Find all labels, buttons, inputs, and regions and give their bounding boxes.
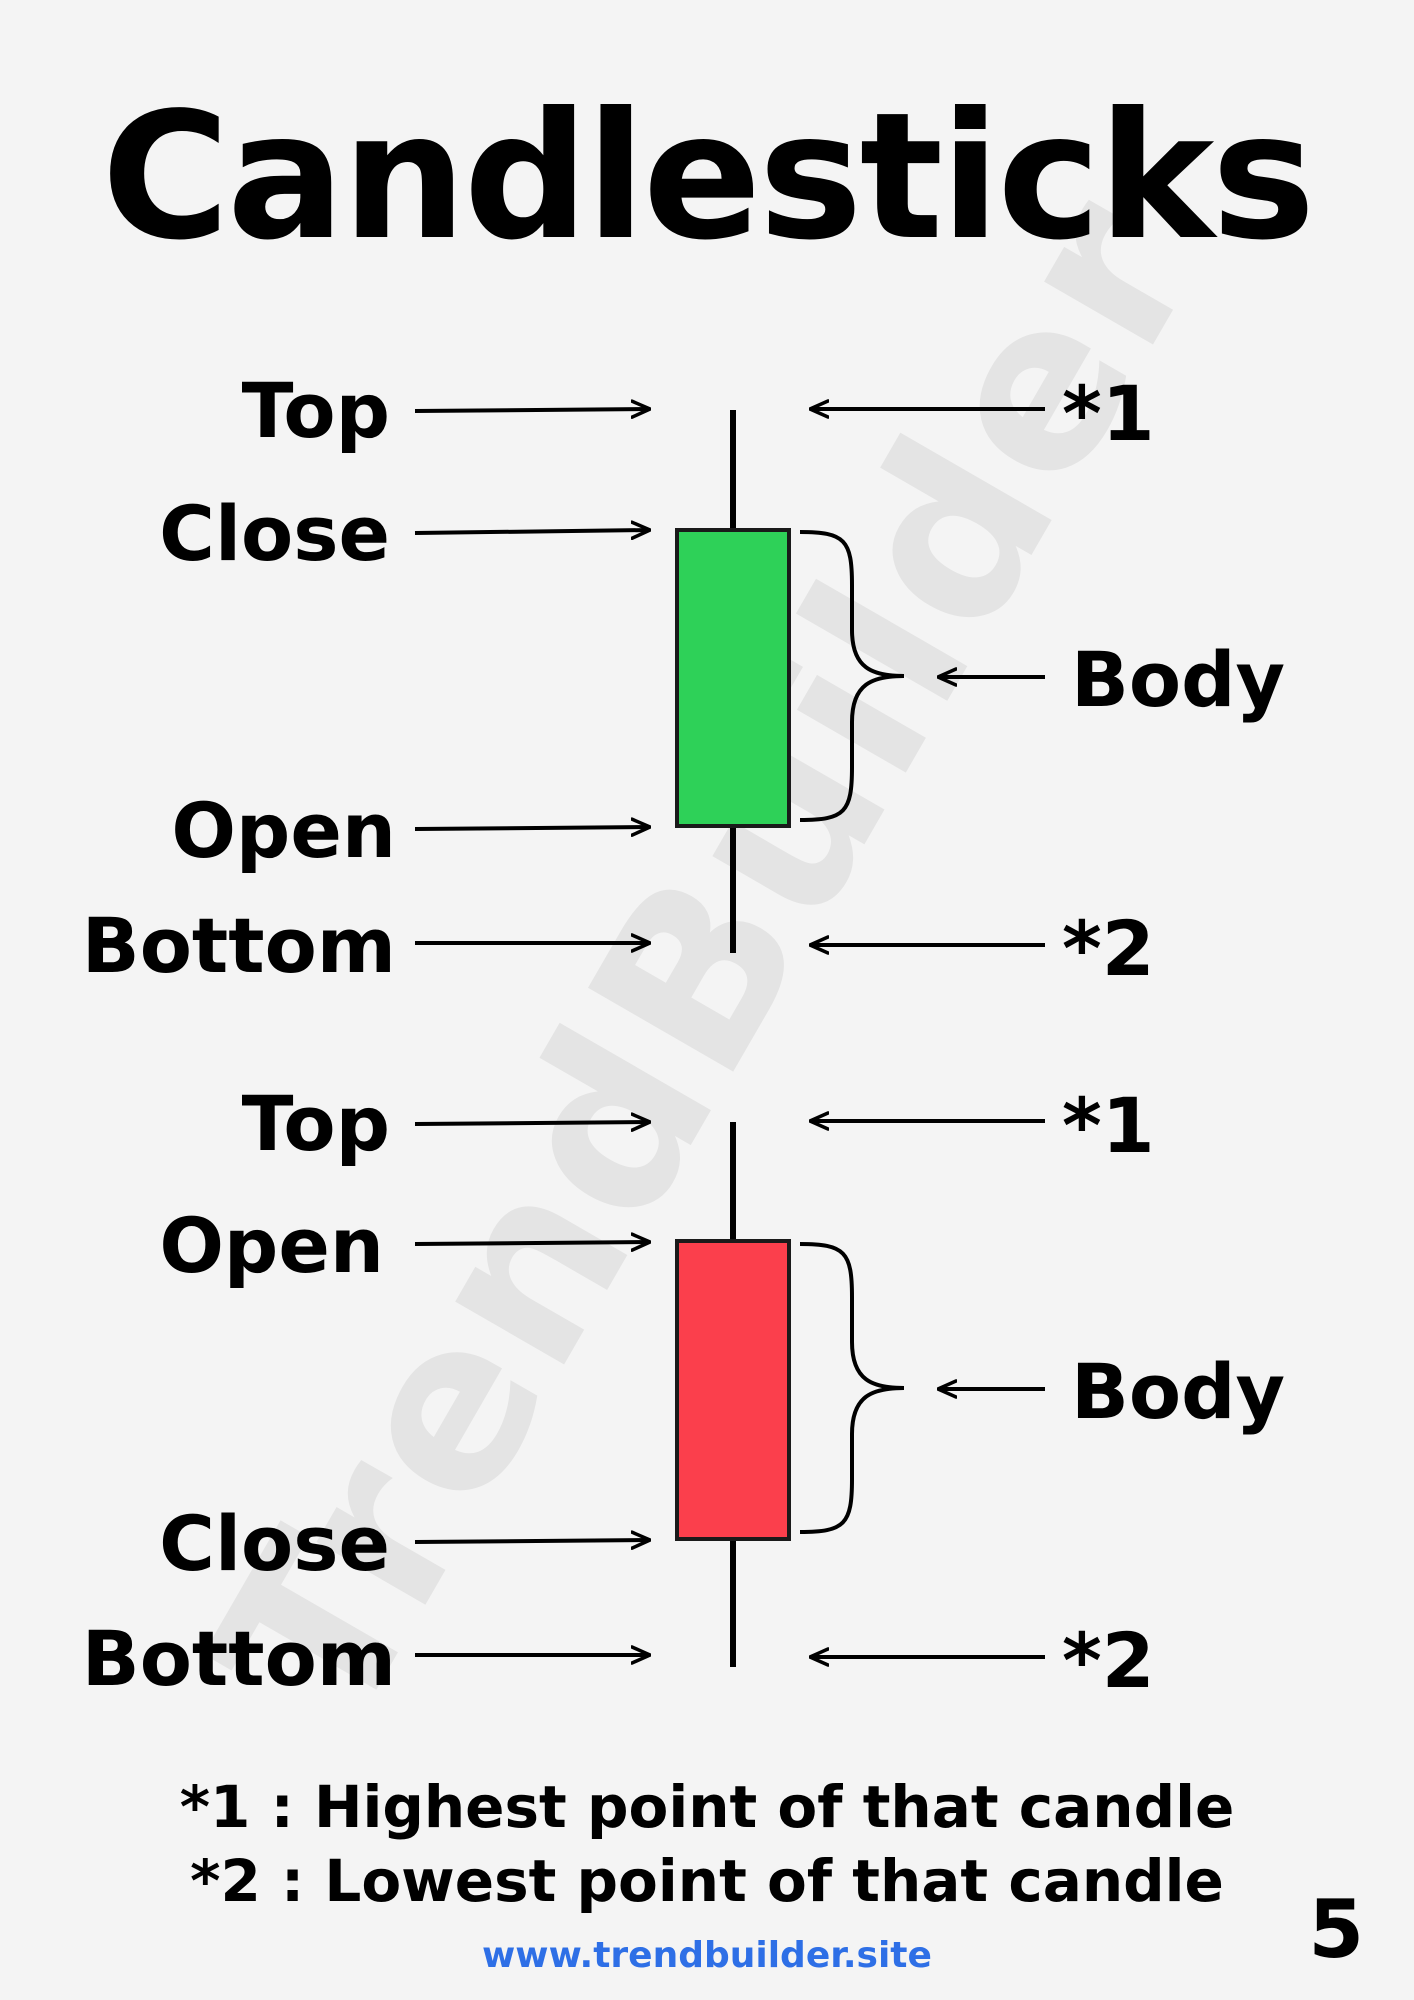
bullish-open-arrow xyxy=(414,827,650,829)
bearish-bottom-mark: *2 xyxy=(1062,1616,1155,1705)
candlestick-diagram: Top Close Open Bottom *1 Body *2 Top Ope… xyxy=(82,366,1285,1705)
bullish-bottom-label: Bottom xyxy=(82,901,396,990)
bearish-bottom-label: Bottom xyxy=(82,1614,396,1703)
bearish-close-label: Close xyxy=(159,1499,390,1588)
bearish-open-arrow xyxy=(414,1242,650,1244)
bullish-candle-group: Top Close Open Bottom *1 Body *2 xyxy=(82,366,1285,993)
footnote-highest: *1 : Highest point of that candle xyxy=(179,1773,1235,1841)
footnote-lowest: *2 : Lowest point of that candle xyxy=(190,1847,1224,1915)
bearish-open-label: Open xyxy=(159,1201,384,1290)
bearish-body-brace xyxy=(799,1242,905,1534)
bearish-candle-group: Top Open Close Bottom *1 Body *2 xyxy=(82,1079,1285,1705)
bearish-candle-body xyxy=(675,1239,791,1541)
bearish-top-mark: *1 xyxy=(1062,1081,1155,1170)
page-title: Candlesticks xyxy=(101,76,1315,279)
bearish-top-label: Top xyxy=(242,1079,390,1168)
bullish-body-brace xyxy=(799,530,905,822)
bullish-top-mark: *1 xyxy=(1062,369,1155,458)
bearish-close-arrow xyxy=(414,1540,650,1542)
bullish-open-label: Open xyxy=(171,786,396,875)
bearish-top-arrow xyxy=(414,1122,650,1124)
bullish-close-arrow xyxy=(414,530,650,533)
page-number: 5 xyxy=(1308,1883,1364,1976)
bullish-close-label: Close xyxy=(159,489,390,578)
bullish-bottom-mark: *2 xyxy=(1062,904,1155,993)
bullish-top-label: Top xyxy=(242,366,390,455)
bullish-body-mark: Body xyxy=(1071,635,1285,724)
bearish-body-mark: Body xyxy=(1071,1347,1285,1436)
website-link[interactable]: www.trendbuilder.site xyxy=(482,1935,932,1976)
bullish-candle-body xyxy=(675,528,791,828)
bullish-top-arrow xyxy=(414,409,650,411)
